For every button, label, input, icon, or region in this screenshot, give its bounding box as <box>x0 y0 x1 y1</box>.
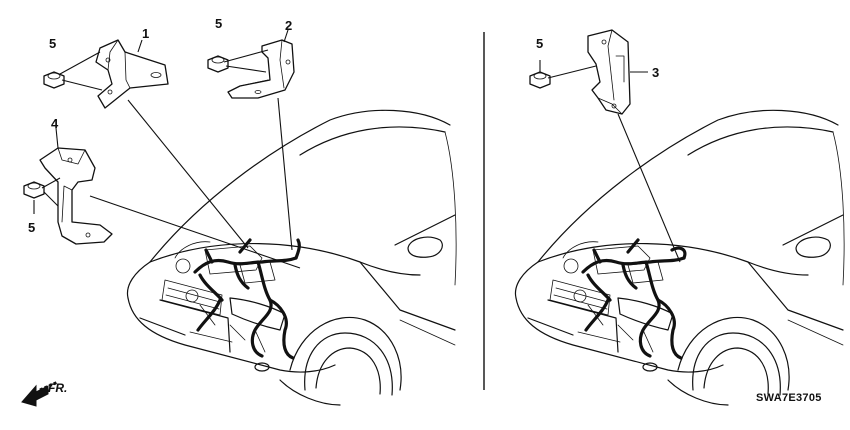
nut-5c <box>23 181 45 199</box>
leader-lines-left <box>33 29 301 269</box>
part-2-bracket <box>227 39 295 99</box>
vehicle-right <box>514 109 845 406</box>
nut-5a <box>43 71 65 89</box>
callout-5-top-left: 5 <box>49 36 56 51</box>
leader-lines-right <box>539 60 681 263</box>
vehicle-left <box>126 109 457 406</box>
nut-5d <box>529 71 551 89</box>
part-1-bracket <box>95 39 169 109</box>
callout-5-right: 5 <box>536 36 543 51</box>
callout-5-bottom-left: 5 <box>28 220 35 235</box>
callout-1: 1 <box>142 26 149 41</box>
nut-5b <box>207 55 229 73</box>
front-arrow-icon <box>21 384 49 407</box>
part-4-bracket <box>39 147 113 245</box>
callout-4: 4 <box>51 116 59 131</box>
callout-5-top-middle: 5 <box>215 16 222 31</box>
wire-harness-right <box>581 238 687 360</box>
part-3-bracket <box>587 29 631 115</box>
callout-3: 3 <box>652 65 659 80</box>
front-direction-indicator: FR. <box>21 380 67 407</box>
diagram-code: SWA7E3705 <box>756 392 822 404</box>
front-label: FR. <box>48 381 67 395</box>
callout-2: 2 <box>285 18 292 33</box>
wire-harness-left <box>193 238 301 360</box>
